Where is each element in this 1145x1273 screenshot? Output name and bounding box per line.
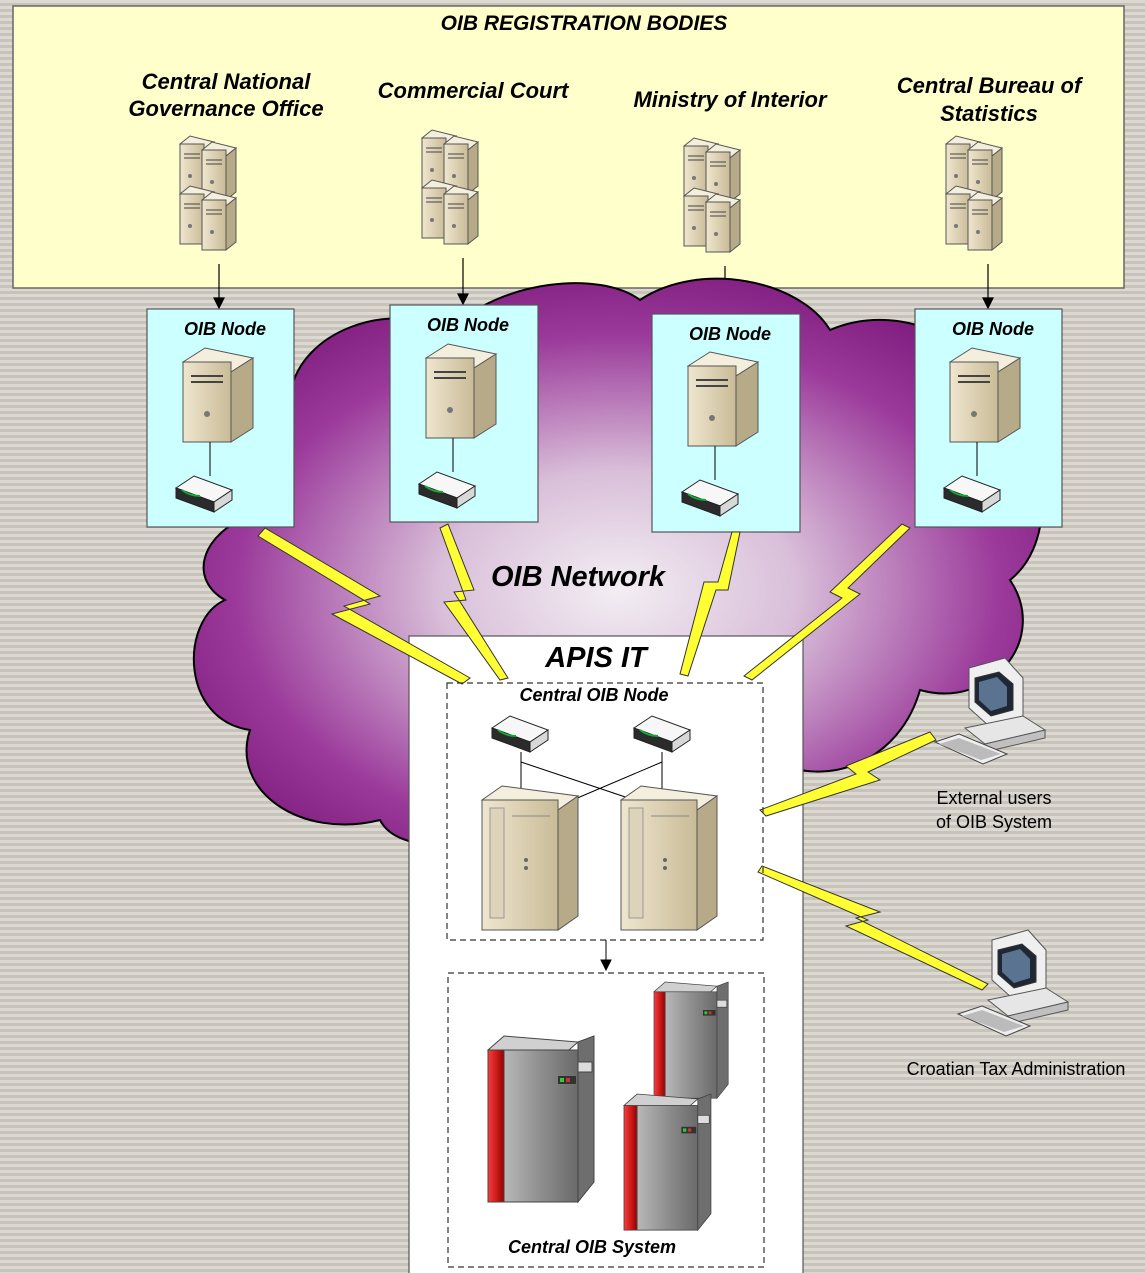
- lightning-link-node4: [743, 523, 911, 681]
- mainframe-small-bottom: [623, 1093, 712, 1231]
- oib-network-label: OIB Network: [491, 561, 667, 593]
- server-stack-ministry: [684, 138, 740, 252]
- oib-node-label: OIB Node: [689, 324, 771, 344]
- central-server-left: [481, 785, 579, 931]
- lightning-link-node1: [257, 527, 471, 685]
- oib-node-4: OIB Node: [914, 308, 1063, 528]
- lightning-link-external-users: [759, 731, 937, 817]
- central-oib-system-panel: [447, 972, 765, 1268]
- mainframe-small-top: [653, 981, 729, 1099]
- oib-node-1: OIB Node: [146, 308, 295, 528]
- server-stack-commercial-court: [422, 130, 478, 244]
- registration-bodies-title: OIB REGISTRATION BODIES: [441, 12, 728, 35]
- server-stack-governance: [180, 136, 236, 250]
- node-server: [182, 347, 254, 443]
- apis-it-title: APIS IT: [544, 642, 649, 674]
- oib-node-label: OIB Node: [184, 319, 266, 339]
- oib-node-3: OIB Node: [651, 313, 801, 533]
- node-to-system-arrow: [600, 940, 612, 972]
- central-server-right: [620, 785, 718, 931]
- body-label-governance-line1: Central National: [142, 69, 312, 94]
- mainframe-large: [487, 1035, 595, 1203]
- body-label-ministry-interior: Ministry of Interior: [633, 87, 828, 112]
- central-oib-system-label: Central OIB System: [508, 1237, 676, 1257]
- body-label-statistics-line1: Central Bureau of: [897, 73, 1084, 98]
- central-oib-node-label: Central OIB Node: [519, 685, 668, 705]
- oib-node-label: OIB Node: [427, 315, 509, 335]
- body-label-statistics-line2: Statistics: [940, 101, 1038, 126]
- tax-admin-label: Croatian Tax Administration: [907, 1059, 1126, 1079]
- network-links: [257, 523, 989, 991]
- node-server: [425, 343, 497, 439]
- central-oib-node-panel: [446, 682, 764, 941]
- oib-node-2: OIB Node: [389, 304, 539, 523]
- body-label-governance-line2: Governance Office: [128, 96, 323, 121]
- external-users-label-line1: External users: [936, 788, 1051, 808]
- lightning-link-node3: [679, 531, 741, 677]
- node-server: [949, 347, 1021, 443]
- server-stack-statistics: [946, 136, 1002, 250]
- node-server: [687, 351, 759, 447]
- oib-node-label: OIB Node: [952, 319, 1034, 339]
- lightning-link-tax-admin: [757, 865, 989, 991]
- lightning-link-node2: [439, 523, 509, 681]
- external-users-label-line2: of OIB System: [936, 812, 1052, 832]
- body-label-commercial-court: Commercial Court: [378, 78, 570, 103]
